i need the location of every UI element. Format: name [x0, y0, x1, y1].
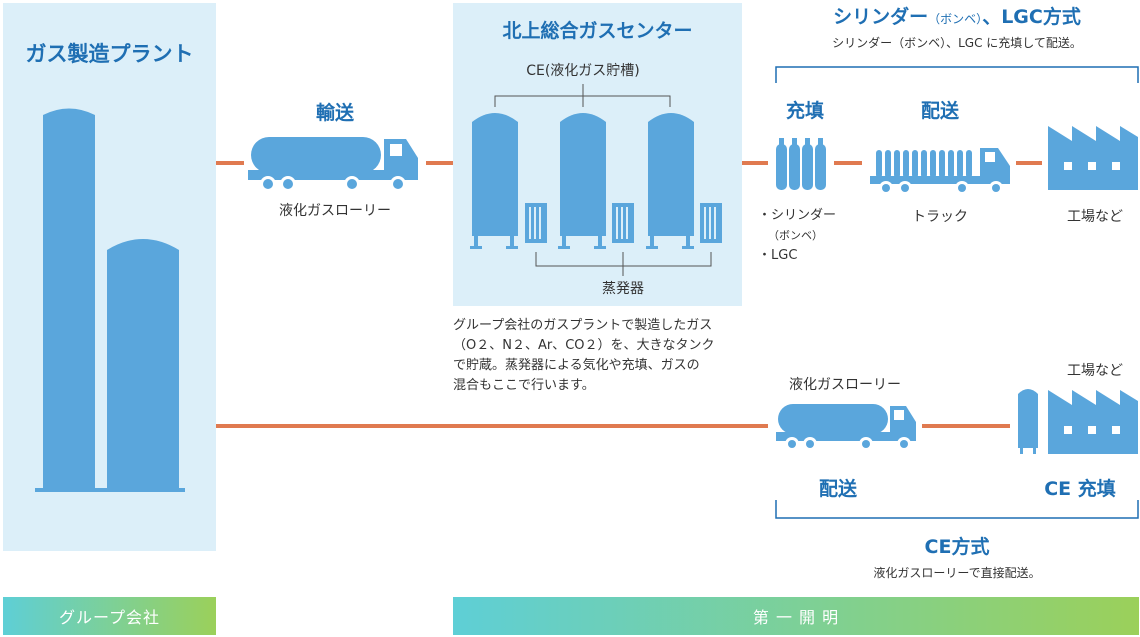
footer-bar-company: 第 一 開 明 — [453, 597, 1139, 635]
fill-title: 充填 — [785, 100, 824, 122]
ce-tanker-truck-icon — [776, 404, 916, 451]
factory-label: 工場など — [1067, 209, 1123, 225]
ce-vehicle-label: 液化ガスローリー — [789, 377, 901, 393]
description-line: （O２、N２、Ar、CO２）を、大きなタンク — [453, 338, 715, 353]
flow-lines — [216, 161, 1042, 428]
cylinder-method-subtitle: シリンダー（ボンベ）、LGC に充填して配送。 — [832, 36, 1082, 50]
cylinder-item: ・LGC — [758, 248, 798, 263]
ce-method-subtitle: 液化ガスローリーで直接配送。 — [873, 566, 1041, 580]
ce-factory-icon — [1018, 389, 1138, 454]
transport-title: 輸送 — [315, 102, 354, 124]
cylinder-method-bracket — [775, 66, 1139, 83]
ce-label: CE(液化ガス貯槽) — [526, 63, 640, 79]
ce-fill-title: CE 充填 — [1044, 478, 1116, 500]
cylinder-truck-icon — [870, 148, 1010, 195]
cylinder-items: ・シリンダー （ボンベ） ・LGC — [758, 206, 836, 266]
center-title: 北上総合ガスセンター — [502, 20, 693, 42]
plant-tank-icon — [35, 108, 185, 492]
factory-icon — [1048, 126, 1138, 190]
cylinder-item: （ボンベ） — [768, 229, 823, 242]
vaporizer-label: 蒸発器 — [602, 281, 644, 297]
description-line: で貯蔵。蒸発器による気化や充填、ガスの — [453, 358, 700, 373]
transport-vehicle-label: 液化ガスローリー — [279, 203, 391, 219]
gas-plant-title: ガス製造プラント — [25, 42, 194, 66]
description-line: グループ会社のガスプラントで製造したガス — [453, 318, 713, 333]
cylinder-method-title-main: シリンダー — [833, 6, 929, 28]
ce-bracket — [494, 84, 671, 107]
truck-label: トラック — [912, 209, 968, 225]
cylinder-method-title-paren: （ボンベ） — [928, 12, 983, 26]
vaporizer-icon — [525, 203, 722, 243]
delivery-title: 配送 — [920, 100, 959, 122]
vaporizer-bracket — [535, 252, 712, 276]
ce-tank-icon — [470, 113, 694, 249]
cylinder-method-title: シリンダー（ボンベ）、LGC方式 — [776, 2, 1138, 29]
description-line: 混合もここで行います。 — [453, 378, 595, 393]
ce-delivery-title: 配送 — [818, 478, 857, 500]
cylinder-icon — [776, 138, 826, 190]
cylinder-method-title-suffix: 、LGC方式 — [982, 6, 1081, 28]
cylinder-item: ・シリンダー — [758, 208, 837, 223]
center-description: グループ会社のガスプラントで製造したガス （O２、N２、Ar、CO２）を、大きな… — [453, 316, 753, 396]
footer-bar-group: グループ会社 — [3, 597, 216, 635]
tanker-truck-icon — [248, 137, 418, 192]
ce-method-bracket — [775, 500, 1139, 519]
ce-method-title: CE方式 — [924, 536, 990, 558]
ce-factory-label: 工場など — [1067, 363, 1123, 379]
